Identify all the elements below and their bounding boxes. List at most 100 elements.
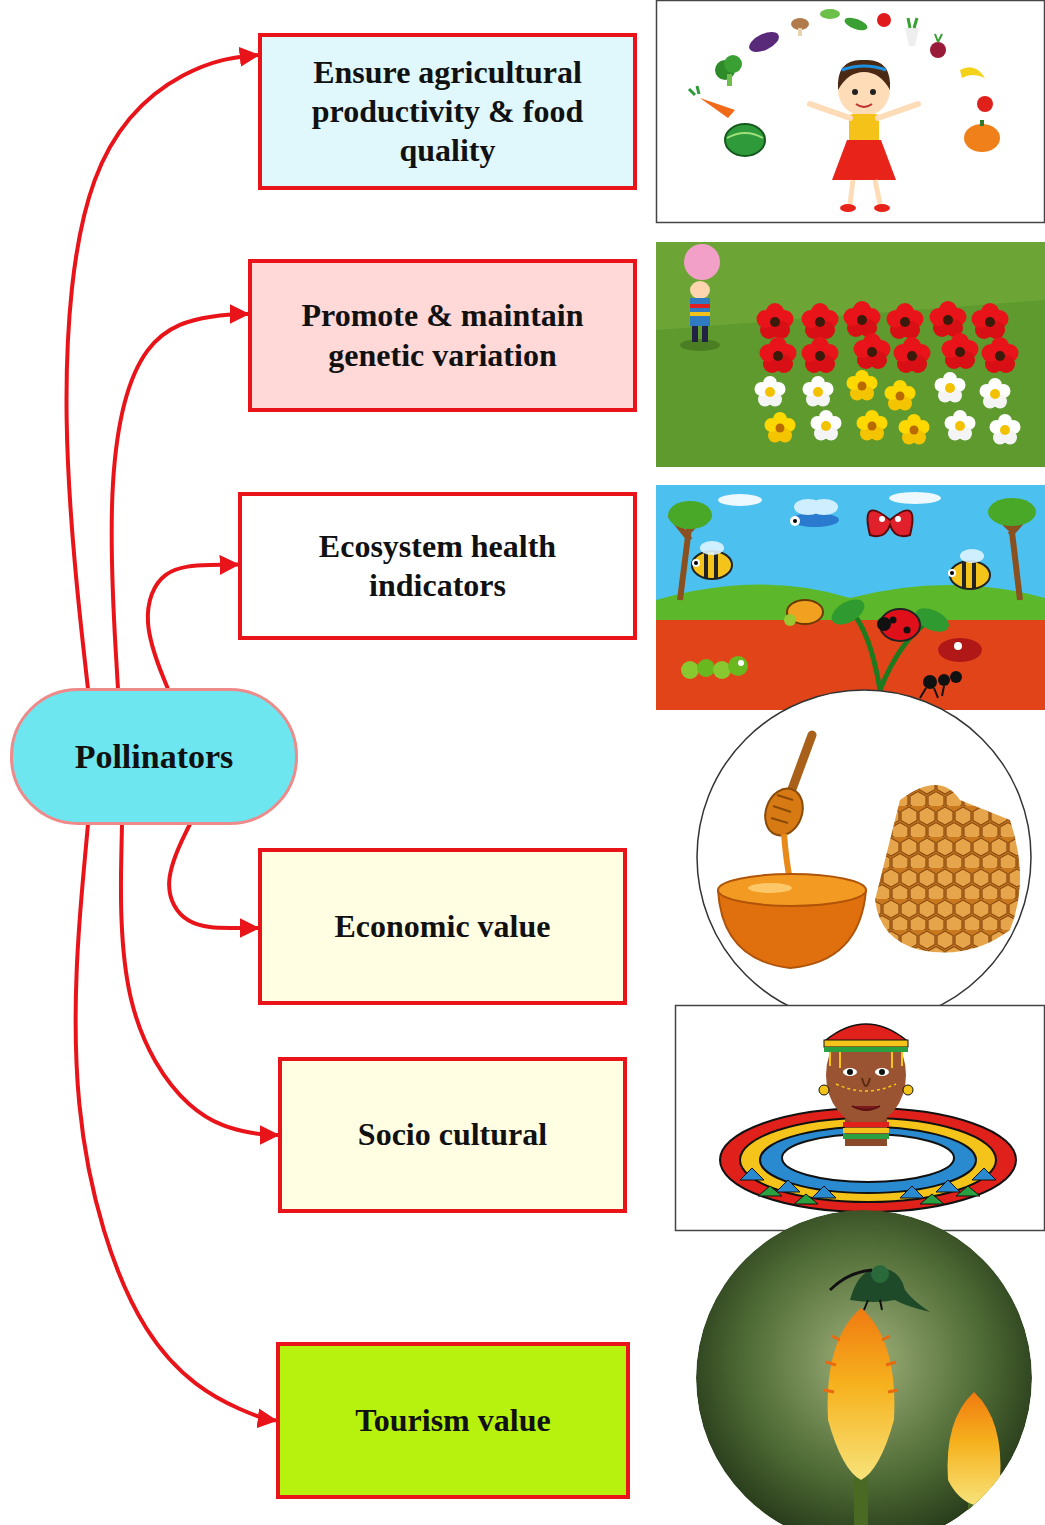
bee-right (948, 549, 990, 589)
flower-garden-picture-part (972, 303, 1009, 339)
connector-arrow (67, 55, 258, 689)
benefit-box: Tourism value (276, 1342, 630, 1499)
girl-vegetables-picture-part (689, 86, 699, 95)
cultural-portrait-picture-part (852, 1106, 880, 1110)
flower-garden-picture-part (680, 339, 720, 351)
node-text: Ecosystem health indicators (252, 527, 623, 605)
cartoon-bugs-picture-part (784, 614, 796, 626)
node-text: Pollinators (75, 736, 234, 777)
caterpillar-part (728, 656, 748, 676)
flower-garden-picture-part (702, 326, 708, 342)
girl-vegetables-picture-part (877, 13, 891, 27)
dragonfly-part (790, 516, 800, 526)
sunbird-flower-picture-part (864, 1300, 882, 1310)
ant-part (938, 674, 950, 686)
cartoon-bugs-picture-part (988, 498, 1036, 526)
girl-vegetables-picture-part (849, 114, 879, 144)
ant-part (950, 671, 962, 683)
cartoon-bugs-picture-part (668, 501, 712, 529)
flower-garden-picture-part (844, 301, 881, 337)
node-text: Economic value (335, 907, 551, 946)
girl-vegetables-picture-part (870, 89, 876, 95)
connector-arrow (148, 565, 238, 689)
caterpillar (681, 656, 748, 679)
flower-garden-picture-part (757, 303, 794, 339)
bee-left-part (700, 541, 724, 555)
sunbird-flower-picture-part (830, 1270, 872, 1290)
cultural-portrait-picture-part (843, 1128, 889, 1133)
flower-garden-picture-part (945, 410, 976, 441)
cultural-portrait-picture-part (824, 1047, 908, 1052)
flower-garden-picture-part (894, 337, 931, 373)
girl-vegetables-picture-part (930, 42, 946, 58)
benefit-box: Ecosystem health indicators (238, 492, 637, 640)
flower-garden-picture-part (887, 303, 924, 339)
cartoon-bugs-picture-part (889, 492, 941, 504)
flower-garden-picture-part (760, 337, 797, 373)
hub-pill: Pollinators (10, 688, 298, 825)
girl-vegetables-picture-part (856, 104, 872, 107)
cultural-portrait-picture (676, 1006, 1045, 1231)
cultural-portrait-picture-part (843, 1068, 857, 1076)
flower-garden-picture-part (802, 303, 839, 339)
girl-vegetables-picture-part (852, 89, 858, 95)
girl-vegetables-picture-part (727, 133, 763, 138)
girl-vegetables-picture-part (700, 98, 735, 118)
girl-vegetables-picture-part (960, 67, 985, 78)
girl-vegetables-picture-part (724, 55, 742, 73)
cultural-portrait-picture-part (903, 1085, 913, 1095)
cultural-portrait-picture-part (760, 1127, 976, 1193)
sunbird-flower-picture-part (824, 1336, 898, 1392)
cultural-portrait-picture-part (758, 1186, 980, 1204)
flower-garden-picture-part (690, 304, 710, 308)
ant-part (920, 686, 944, 698)
honey-picture-part (771, 795, 793, 823)
flower-garden-picture-part (692, 326, 698, 342)
cultural-portrait-picture-part (843, 1122, 889, 1127)
flower-garden-picture-part (847, 370, 878, 401)
girl-vegetables-picture-part (905, 28, 919, 46)
cultural-portrait-picture-part (819, 1085, 829, 1095)
bee-left-part (694, 561, 698, 565)
caterpillar-part (738, 660, 744, 666)
flower-garden-picture-part (803, 376, 834, 407)
butterfly-part (895, 516, 901, 522)
girl-vegetables-picture-part (980, 120, 984, 126)
girl-vegetables-picture-part (874, 204, 890, 212)
cartoon-bugs-picture-part (938, 638, 982, 662)
connector-arrow (121, 824, 278, 1135)
node-text: Socio cultural (358, 1115, 547, 1154)
girl-vegetables-picture-part (798, 28, 802, 36)
girl-vegetables-picture-part (657, 1, 1045, 223)
cultural-portrait-picture-part (836, 1084, 896, 1091)
bee-left-part (706, 552, 716, 578)
ladybug (877, 609, 920, 641)
connector-arrow (112, 314, 248, 689)
connector-arrow (169, 824, 258, 928)
cultural-portrait-picture-part (862, 1078, 870, 1086)
node-text: Promote & maintain genetic variation (262, 296, 623, 374)
cartoon-bugs-picture-part (718, 494, 762, 506)
caterpillar-part (697, 659, 715, 677)
butterfly-part (879, 516, 885, 522)
flower-garden-picture-part (656, 242, 1045, 467)
cultural-portrait-picture-part (740, 1118, 996, 1202)
cartoon-bugs-picture-part (850, 610, 930, 690)
flower-garden-picture-part (930, 301, 967, 337)
flower-garden-picture-part (982, 337, 1019, 373)
cultural-portrait-picture-part (879, 1069, 885, 1075)
honey-picture-part (697, 690, 1031, 1024)
benefit-box: Socio cultural (278, 1057, 627, 1213)
honey-picture-part (718, 874, 866, 906)
flower-garden-picture-part (990, 414, 1021, 445)
butterfly (868, 510, 913, 536)
sunbird-flower-picture-part (850, 1268, 930, 1312)
cartoon-bugs-picture-part (827, 594, 868, 629)
girl-vegetables-picture (657, 1, 1045, 223)
cultural-portrait-picture-part (720, 1108, 1016, 1212)
girl-vegetables-picture-part (840, 204, 856, 212)
flower-garden-picture-part (899, 414, 930, 445)
flower-garden-picture-part (802, 337, 839, 373)
girl-vegetables-picture-part (964, 124, 1000, 152)
girl-vegetables-picture-part (977, 96, 993, 112)
